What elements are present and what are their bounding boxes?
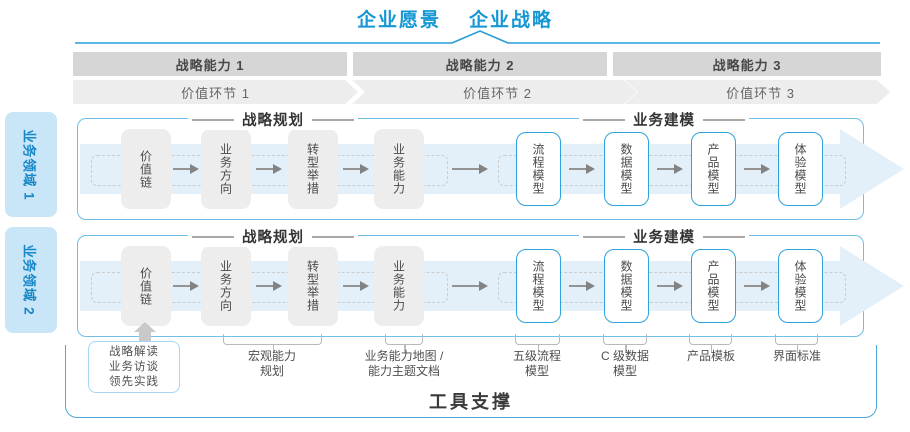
title-rule-left [583,118,625,121]
arrow-right-icon [343,163,369,175]
tool-support-label: 工具支撑 [429,392,513,412]
annotation-line: 模型 [524,364,550,378]
arrow-right-icon [744,163,770,175]
annotation-line: 模型 [612,364,638,378]
dashed-frame-planning [91,272,448,303]
flow-box-value-chain: 价值链 [121,246,171,326]
annotation-line: 五级流程 [512,349,562,363]
dashed-frame-planning [91,155,448,186]
dashed-frame-modeling [498,155,846,186]
bracket-connector [689,334,732,353]
strategy-title: 企业战略 [469,10,554,31]
annotation-process-model: 五级流程 模型 [513,349,561,379]
section-title-planning: 战略规划 [188,226,358,247]
flow-box-process-model: 流程模型 [516,132,561,206]
planning-title-text: 战略规划 [242,230,304,246]
annotation-product-template: 产品模板 [687,349,735,364]
arrow-right-icon [657,163,683,175]
arrow-right-icon [173,280,199,292]
domain-label-1-text: 业务领域 1 [22,128,38,201]
flow-box-experience-model: 体验模型 [778,132,823,206]
annotation-line: 产品模板 [686,349,736,363]
bracket-connector [223,334,322,353]
practice-line: 领先实践 [109,375,159,388]
arrow-right-icon [452,280,488,292]
flow-box-business-capability: 业务能力 [374,246,424,326]
flow-box-data-model: 数据模型 [604,132,649,206]
capability-bar-1: 战略能力 1 [73,52,347,76]
practice-input-box: 战略解读 业务访谈 领先实践 [88,341,180,393]
arrow-right-icon [744,280,770,292]
annotation-line: 宏观能力 [247,349,297,363]
title-rule-right [312,235,354,238]
modeling-title-text: 业务建模 [633,230,695,246]
dashed-frame-modeling [498,272,846,303]
section-title-modeling: 业务建模 [579,226,749,247]
flow-box-process-model: 流程模型 [516,249,561,323]
flow-row-domain-2: 价值链 业务方向 转型举措 业务能力 流程模型 数据模型 产品模型 体验模型 战… [77,226,904,337]
flow-box-data-model: 数据模型 [604,249,649,323]
section-title-planning: 战略规划 [188,109,358,130]
flow-box-product-model: 产品模型 [691,132,736,206]
arrow-right-icon [256,163,282,175]
practice-line: 业务访谈 [109,360,159,373]
title-rule-right [703,118,745,121]
arrow-up-head [134,322,156,332]
title-rule-left [192,118,234,121]
practice-line: 战略解读 [109,345,159,358]
annotation-line: 业务能力地图 / [364,349,444,363]
annotation-data-model: C 级数据 模型 [601,349,649,379]
annotation-ui-standard: 界面标准 [773,349,821,364]
flow-box-business-direction: 业务方向 [201,129,251,209]
value-chain-bar-3: 价值环节 3 [625,80,890,104]
flow-box-transform-measures: 转型举措 [288,246,338,326]
bracket-connector [515,334,560,353]
annotation-line: 规划 [259,364,285,378]
domain-label-1: 业务领域 1 [5,112,57,217]
bracket-connector [603,334,647,353]
annotation-line: 能力主题文档 [367,364,441,378]
arrow-right-icon [452,163,488,175]
flow-box-experience-model: 体验模型 [778,249,823,323]
annotation-macro-capability: 宏观能力 规划 [248,349,296,379]
domain-label-2-text: 业务领域 2 [22,244,38,316]
annotation-line: 界面标准 [772,349,822,363]
flow-row-domain-1: 价值链 业务方向 转型举措 业务能力 流程模型 数据模型 产品模型 体验模型 战… [77,109,904,220]
flow-box-value-chain: 价值链 [121,129,171,209]
arrow-right-icon [173,163,199,175]
annotation-capability-map: 业务能力地图 / 能力主题文档 [365,349,444,379]
flow-box-product-model: 产品模型 [691,249,736,323]
arrow-right-icon [256,280,282,292]
title-rule-left [583,235,625,238]
section-title-modeling: 业务建模 [579,109,749,130]
capability-bar-3: 战略能力 3 [613,52,881,76]
vision-title: 企业愿景 [356,10,441,31]
bracket-connector [775,334,818,353]
bracket-connector [385,334,423,353]
page-title: 企业愿景 企业战略 [0,5,910,32]
flow-box-transform-measures: 转型举措 [288,129,338,209]
modeling-title-text: 业务建模 [633,113,695,129]
tool-support-container: 工具支撑 [65,345,877,418]
arrow-right-icon [343,280,369,292]
arrow-right-icon [569,280,595,292]
value-chain-bar-1: 价值环节 1 [73,80,358,104]
title-rule-left [192,235,234,238]
annotation-line: C 级数据 [600,349,650,363]
flow-box-business-direction: 业务方向 [201,246,251,326]
value-chain-bar-2: 价值环节 2 [352,80,637,104]
flow-box-business-capability: 业务能力 [374,129,424,209]
capability-bar-2: 战略能力 2 [353,52,607,76]
arrow-right-icon [569,163,595,175]
domain-label-2: 业务领域 2 [5,227,57,333]
title-rule-right [312,118,354,121]
planning-title-text: 战略规划 [242,113,304,129]
arrow-right-icon [657,280,683,292]
title-rule-right [703,235,745,238]
top-brace-line [75,30,880,44]
